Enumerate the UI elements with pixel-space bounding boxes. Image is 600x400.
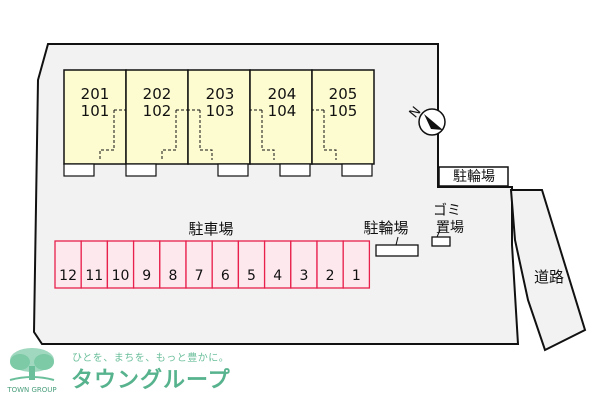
parking-slot: 1 bbox=[342, 240, 371, 289]
parking-slot: 10 bbox=[106, 240, 135, 289]
parking-slot: 11 bbox=[80, 240, 109, 289]
parking-slot-number: 8 bbox=[168, 268, 177, 284]
parking-slot-number: 2 bbox=[326, 268, 335, 284]
bicycle-parking-mid-box bbox=[375, 244, 419, 257]
unit-5-upper: 205 bbox=[329, 85, 358, 103]
parking-slot: 7 bbox=[185, 240, 213, 289]
parking-slot: 12 bbox=[54, 240, 82, 289]
unit-1: 201 101 bbox=[63, 69, 127, 177]
parking-slot: 2 bbox=[316, 240, 344, 289]
parking-slot-number: 4 bbox=[273, 268, 282, 284]
parking-slot: 9 bbox=[132, 240, 161, 289]
parking-slot-number: 5 bbox=[247, 268, 256, 284]
parking-slot-number: 10 bbox=[112, 268, 130, 284]
parking-slot-number: 6 bbox=[221, 268, 230, 284]
parking-slot: 3 bbox=[290, 240, 318, 289]
unit-4-lower: 104 bbox=[268, 102, 297, 120]
unit-3-lower: 103 bbox=[206, 102, 235, 120]
parking-label: 駐車場 bbox=[188, 220, 233, 238]
compass: N bbox=[407, 104, 446, 136]
unit-2: 202 102 bbox=[125, 69, 189, 177]
tree-logo-icon bbox=[9, 348, 55, 381]
parking-slot-number: 3 bbox=[299, 268, 308, 284]
unit-5-lower: 105 bbox=[329, 102, 358, 120]
parking-slot: 5 bbox=[237, 240, 266, 289]
parking-slot: 4 bbox=[263, 240, 292, 289]
road-area bbox=[509, 189, 587, 352]
bicycle-parking-top-label: 駐輪場 bbox=[453, 168, 495, 185]
parking-slot-number: 11 bbox=[85, 268, 103, 284]
unit-2-lower: 102 bbox=[143, 102, 172, 120]
unit-4: 204 104 bbox=[249, 69, 313, 177]
logo-tagline: ひとを、まちを、もっと豊かに。 bbox=[72, 353, 230, 364]
bicycle-parking-top-box bbox=[438, 166, 509, 187]
parking-slots: 12 11 10 9 8 7 6 5 4 3 2 1 bbox=[54, 240, 371, 289]
road-label: 道路 bbox=[534, 268, 564, 286]
unit-1-upper: 201 bbox=[81, 85, 110, 103]
garbage-label-line2: 置場 bbox=[436, 220, 464, 236]
bicycle-parking-mid-label: 駐輪場 bbox=[363, 219, 408, 237]
parking-slot: 6 bbox=[211, 240, 240, 289]
unit-4-upper: 204 bbox=[268, 85, 297, 103]
logo-name: タウングループ bbox=[71, 368, 231, 393]
parking-slot-number: 12 bbox=[59, 268, 77, 284]
parking-slot-number: 7 bbox=[195, 268, 204, 284]
unit-3: 203 103 bbox=[187, 69, 251, 177]
unit-1-lower: 101 bbox=[81, 102, 110, 120]
garbage-label-line1: ゴミ bbox=[433, 202, 461, 219]
parking-slot-number: 9 bbox=[142, 268, 151, 284]
logo-english: TOWN GROUP bbox=[7, 386, 57, 394]
unit-3-upper: 203 bbox=[206, 85, 235, 103]
building: 201 101 202 102 203 103 204 104 bbox=[63, 69, 375, 177]
garbage-box bbox=[431, 236, 451, 247]
parking-slot-number: 1 bbox=[352, 268, 361, 284]
unit-2-upper: 202 bbox=[143, 85, 172, 103]
parking-slot: 8 bbox=[159, 240, 187, 289]
unit-5: 205 105 bbox=[311, 69, 375, 177]
